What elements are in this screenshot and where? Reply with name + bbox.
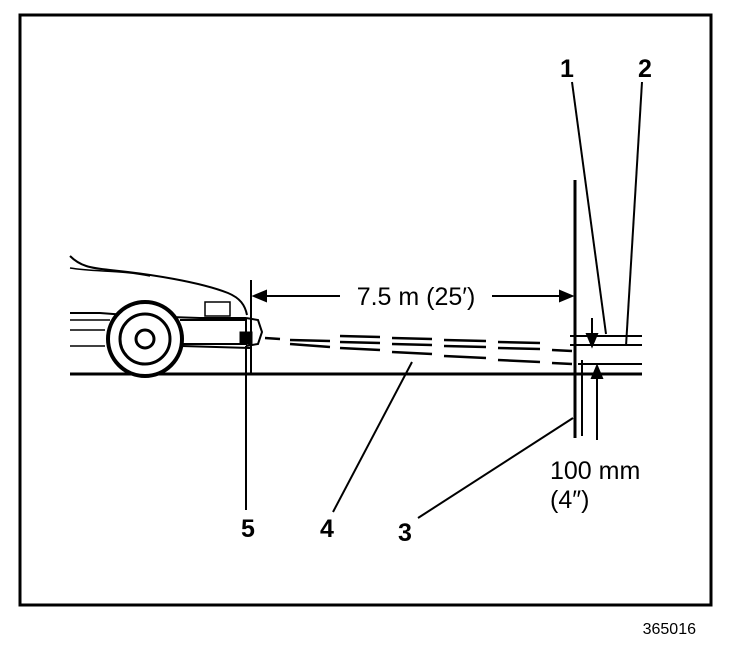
callout-1-leader — [571, 81, 607, 335]
callout-3-leader — [417, 417, 574, 519]
callout-1: 1 — [560, 55, 574, 83]
callout-2: 2 — [638, 55, 652, 83]
diagram-frame — [18, 13, 713, 607]
offset-label-imperial: (4″) — [550, 486, 589, 514]
distance-dimension — [251, 289, 575, 303]
callout-4: 4 — [320, 515, 334, 543]
offset-arrows — [585, 318, 604, 440]
callout-5: 5 — [241, 515, 255, 543]
distance-label: 7.5 m (25′) — [357, 283, 476, 311]
figure-number: 365016 — [643, 621, 696, 638]
callout-2-leader — [625, 81, 643, 347]
light-beam — [264, 334, 573, 366]
callout-3: 3 — [398, 519, 412, 547]
offset-label-metric: 100 mm — [550, 457, 640, 485]
vehicle-front — [69, 255, 264, 378]
callout-4-leader — [332, 361, 413, 513]
